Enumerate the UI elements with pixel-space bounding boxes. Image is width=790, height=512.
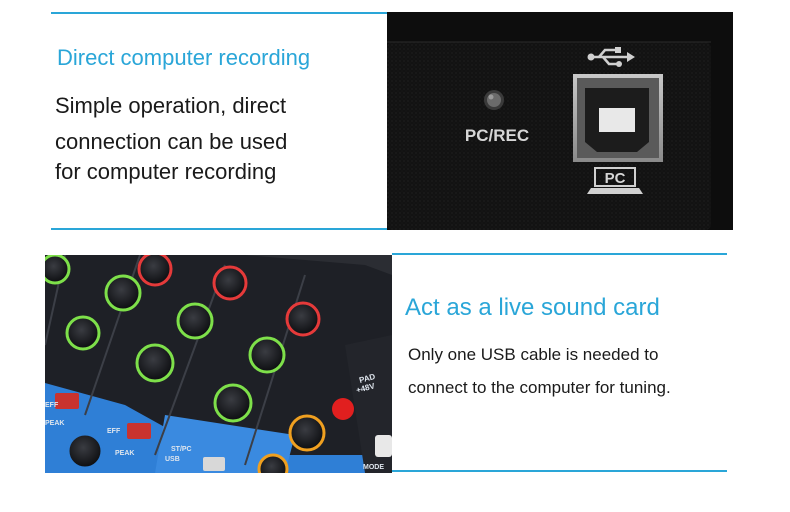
eff-button: [55, 393, 79, 409]
pc-rec-led-icon: [484, 90, 504, 110]
peak-label: PEAK: [115, 450, 134, 457]
usb-port-photo: PC/REC PC: [387, 12, 733, 230]
eq-knob: [176, 302, 214, 340]
pc-computer-icon: PC: [587, 167, 643, 194]
aux-knob: [257, 453, 289, 473]
usb-button: [203, 457, 225, 471]
eff-button: [127, 423, 151, 439]
eq-knob: [248, 336, 286, 374]
aux-knob: [288, 414, 326, 452]
phantom-power-button: [332, 398, 354, 420]
sound-card-description-line-2: connect to the computer for tuning.: [408, 378, 671, 397]
gain-knob: [45, 255, 71, 285]
eq-knob: [65, 315, 101, 351]
pad-label: PAD: [358, 372, 376, 385]
mode-label: MODE: [363, 464, 384, 471]
peak-label: PEAK: [45, 420, 64, 427]
divider-top-bottom: [51, 228, 387, 230]
eff-label: EFF: [107, 428, 121, 435]
divider-bottom-top: [392, 253, 727, 255]
usb-description-line-2: connection can be used: [55, 129, 288, 154]
gain-knob: [212, 265, 248, 301]
usb-description-line-1: Simple operation, direct: [55, 93, 287, 118]
divider-top: [51, 12, 387, 14]
mode-button: [375, 435, 392, 457]
usb-b-port: [573, 74, 663, 162]
divider-bottom: [392, 470, 727, 472]
eq-knob: [135, 343, 175, 383]
usb-source-label: ST/PC: [171, 446, 192, 453]
section-heading-sound-card: Act as a live sound card: [405, 294, 660, 321]
sound-card-description-line-1: Only one USB cable is needed to: [408, 345, 659, 364]
pc-port-label: PC: [605, 170, 626, 187]
section-heading-usb: Direct computer recording: [57, 45, 311, 70]
mixer-console-photo: PAD +48V EFF EFF PEAK PEAK ST/PC USB MOD…: [45, 255, 392, 473]
usb-symbol-icon: [587, 47, 635, 67]
gain-knob: [137, 255, 173, 287]
eff-label: EFF: [45, 402, 59, 409]
pc-rec-label: PC/REC: [465, 126, 529, 145]
eq-knob: [213, 383, 253, 423]
usb-label: USB: [165, 456, 180, 463]
gain-knob: [104, 274, 142, 312]
aux-knob: [66, 432, 104, 470]
eq-knob: [285, 301, 321, 337]
usb-description-line-3: for computer recording: [55, 159, 277, 184]
